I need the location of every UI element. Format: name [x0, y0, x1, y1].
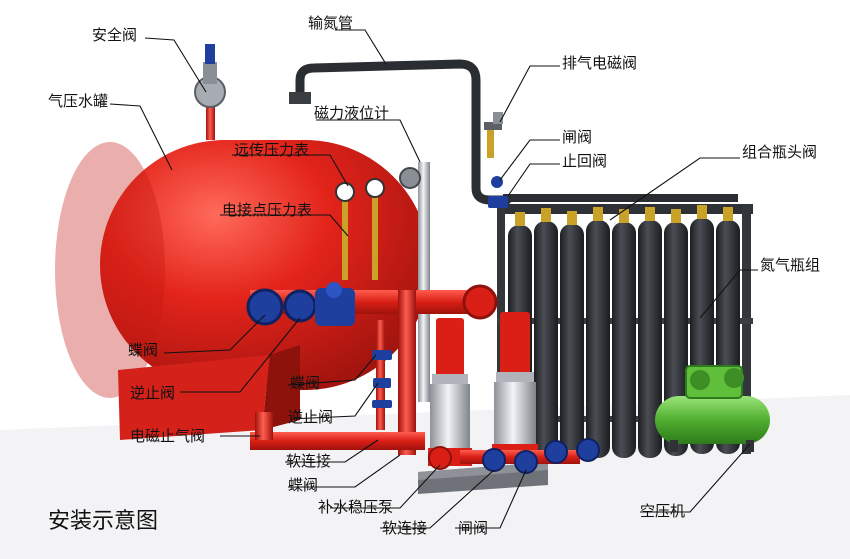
label-solenoid-stop: 电磁止气阀: [130, 427, 205, 445]
nitrogen-pipe: [295, 59, 512, 205]
label-gate-bottom: 闸阀: [458, 519, 488, 537]
label-safety-valve: 安全阀: [92, 26, 137, 44]
air-compressor: [655, 365, 770, 452]
diagram-title: 安装示意图: [48, 509, 158, 534]
label-soft-joint-2: 软连接: [382, 519, 427, 537]
mid-valves: [372, 350, 392, 408]
label-check-valve-top: 止回阀: [562, 152, 607, 170]
label-nitrogen-pipe: 输氮管: [308, 14, 353, 32]
label-butterfly-bottom: 蝶阀: [288, 476, 318, 494]
label-compressor: 空压机: [640, 502, 685, 520]
label-exhaust-solenoid: 排气电磁阀: [562, 54, 637, 72]
leader-lines: [109, 29, 758, 529]
pressure-gauges: [335, 178, 385, 280]
safety-valve: [194, 44, 226, 140]
cylinder-manifold: [503, 194, 738, 202]
label-nitrogen-cylinders: 氮气瓶组: [760, 256, 820, 274]
label-pressure-tank: 气压水罐: [48, 92, 108, 110]
exhaust-solenoid-valve: [484, 112, 503, 158]
labels: 安全阀 输氮管 排气电磁阀 气压水罐 磁力液位计 闸阀 远传压力表 止回阀 组合…: [48, 14, 820, 537]
check-valve-top: [488, 196, 508, 208]
label-soft-joint-1: 软连接: [286, 452, 331, 470]
gate-valve-top: [491, 176, 503, 188]
label-magnetic-level: 磁力液位计: [314, 104, 389, 122]
label-check-mid: 逆止阀: [288, 408, 333, 426]
label-gate-valve-top: 闸阀: [562, 128, 592, 146]
label-cylinder-valve: 组合瓶头阀: [742, 143, 817, 161]
label-check-left: 逆止阀: [130, 384, 175, 402]
label-booster-pump: 补水稳压泵: [318, 498, 393, 516]
left-valve-assembly: [246, 282, 355, 326]
bottom-valves: [428, 438, 600, 474]
label-contact-gauge: 电接点压力表: [222, 201, 312, 219]
booster-pump-1: [428, 318, 472, 466]
magnetic-level-gauge: [399, 162, 430, 402]
label-remote-gauge: 远传压力表: [234, 141, 309, 159]
label-butterfly-left: 蝶阀: [128, 341, 158, 359]
label-butterfly-mid: 蝶阀: [290, 374, 320, 392]
